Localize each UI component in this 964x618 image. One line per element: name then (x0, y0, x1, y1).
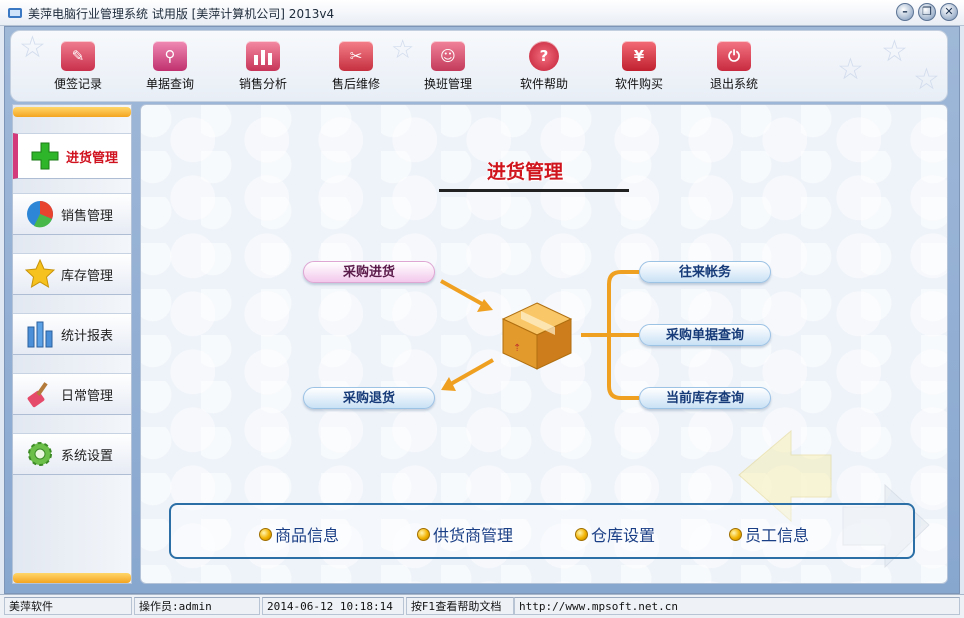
sidebar-item-label: 销售管理 (61, 208, 114, 224)
sidebar-item-daily[interactable]: 日常管理 (13, 373, 131, 415)
report-icon (27, 321, 53, 348)
notes-button[interactable]: ✎ 便签记录 (47, 39, 109, 93)
bullet-icon (259, 527, 272, 541)
package-box-icon: ⇡ (501, 302, 573, 370)
sidebar-item-label: 日常管理 (61, 388, 114, 404)
bullet-icon (729, 527, 742, 541)
sidebar-item-settings[interactable]: 系统设置 (13, 433, 131, 475)
close-button[interactable]: ✕ (940, 3, 958, 21)
decor-star-icon: ☆ (881, 34, 908, 69)
product-info-label: 商品信息 (275, 526, 340, 545)
software-purchase-button[interactable]: ¥ 软件购买 (608, 39, 670, 93)
shift-management-button-label: 换班管理 (423, 77, 472, 91)
after-sales-repair-button-label: 售后维修 (331, 77, 380, 91)
product-info-link[interactable]: 商品信息 (259, 522, 339, 546)
document-query-button[interactable]: ⚲ 单据查询 (139, 39, 201, 93)
sidebar-item-label: 统计报表 (61, 328, 114, 344)
pie-icon (27, 201, 53, 228)
status-datetime: 2014-06-12 10:18:14 (262, 597, 404, 615)
sidebar-top-bar (13, 107, 131, 117)
exit-system-button[interactable]: ⏻ 退出系统 (703, 39, 765, 93)
incoming-arrow-icon (440, 279, 493, 312)
sidebar-item-inventory[interactable]: 库存管理 (13, 253, 131, 295)
employee-info-label: 员工信息 (745, 526, 810, 545)
sidebar-bottom-bar (13, 573, 131, 583)
sales-analysis-button[interactable]: 销售分析 (232, 39, 294, 93)
warehouse-settings-link[interactable]: 仓库设置 (575, 522, 655, 546)
status-bar: 美萍软件 操作员:admin 2014-06-12 10:18:14 按F1查看… (0, 594, 964, 618)
sidebar-item-sales[interactable]: 销售管理 (13, 193, 131, 235)
window-title: 美萍电脑行业管理系统 试用版 [美萍计算机公司] 2013v4 (28, 7, 335, 21)
decor-star-icon: ☆ (913, 62, 940, 97)
app-icon (8, 8, 22, 18)
users-icon: ☺ (431, 41, 465, 71)
plus-icon (31, 142, 59, 170)
help-icon: ? (529, 41, 559, 71)
sidebar-item-reports[interactable]: 统计报表 (13, 313, 131, 355)
status-url[interactable]: http://www.mpsoft.net.cn (514, 597, 960, 615)
back-arrow-icon (738, 429, 832, 523)
tools-icon: ✂ (339, 41, 373, 71)
sales-analysis-button-label: 销售分析 (238, 77, 287, 91)
software-help-button-label: 软件帮助 (519, 77, 568, 91)
employee-info-link[interactable]: 员工信息 (729, 522, 809, 546)
restore-button[interactable]: ❐ (918, 3, 936, 21)
purchase-return-button[interactable]: 采购退货 (303, 387, 435, 409)
software-purchase-button-label: 软件购买 (614, 77, 663, 91)
page-title: 进货管理 (487, 161, 564, 183)
yen-icon: ¥ (622, 41, 656, 71)
sidebar: 进货管理 销售管理 库存管理 统计报表 日常管理 系统设置 (12, 104, 132, 584)
title-underline (439, 189, 629, 192)
software-help-button[interactable]: ? 软件帮助 (513, 39, 575, 93)
star-icon (25, 259, 55, 288)
supplier-management-label: 供货商管理 (433, 526, 514, 545)
after-sales-repair-button[interactable]: ✂ 售后维修 (325, 39, 387, 93)
current-stock-query-button[interactable]: 当前库存查询 (639, 387, 771, 409)
minimize-button[interactable]: – (896, 3, 914, 21)
accounts-button[interactable]: 往来帐务 (639, 261, 771, 283)
document-query-button-label: 单据查询 (145, 77, 194, 91)
bar-chart-icon (246, 41, 280, 71)
gear-icon (28, 442, 52, 466)
bullet-icon (417, 527, 430, 541)
bullet-icon (575, 527, 588, 541)
decor-star-icon: ☆ (837, 52, 864, 87)
shift-management-button[interactable]: ☺ 换班管理 (417, 39, 479, 93)
quick-links-panel: 商品信息 供货商管理 仓库设置 员工信息 (169, 503, 915, 559)
purchase-stock-button[interactable]: 采购进货 (303, 261, 435, 283)
supplier-management-link[interactable]: 供货商管理 (417, 522, 513, 546)
main-panel: 进货管理 采购进货 采购退货 往来帐务 采购单据查询 当前库存查询 ⇡ (140, 104, 948, 584)
note-icon: ✎ (61, 41, 95, 71)
decor-star-icon: ☆ (391, 35, 415, 65)
warehouse-settings-label: 仓库设置 (591, 526, 656, 545)
sidebar-item-purchase[interactable]: 进货管理 (13, 133, 131, 179)
branch-connector (581, 270, 639, 400)
status-company: 美萍软件 (4, 597, 132, 615)
purchase-document-query-button[interactable]: 采购单据查询 (639, 324, 771, 346)
status-operator: 操作员:admin (134, 597, 260, 615)
magnifier-icon: ⚲ (153, 41, 187, 71)
exit-system-button-label: 退出系统 (709, 77, 758, 91)
toolbar: ☆ ☆ ☆ ☆ ☆ ✎ 便签记录 ⚲ 单据查询 销售分析 ✂ 售后维修 ☺ 换班… (10, 30, 948, 102)
brush-icon (27, 382, 48, 408)
status-help-hint: 按F1查看帮助文档 (406, 597, 514, 615)
sidebar-item-label: 系统设置 (61, 448, 114, 464)
power-icon: ⏻ (717, 41, 751, 71)
decor-star-icon: ☆ (19, 30, 46, 65)
sidebar-item-label: 库存管理 (61, 268, 114, 284)
notes-button-label: 便签记录 (53, 77, 102, 91)
sidebar-item-label: 进货管理 (66, 150, 119, 166)
outgoing-arrow-icon (441, 358, 494, 391)
title-bar[interactable]: 美萍电脑行业管理系统 试用版 [美萍计算机公司] 2013v4 – ❐ ✕ (0, 0, 964, 26)
svg-text:⇡: ⇡ (513, 343, 521, 354)
